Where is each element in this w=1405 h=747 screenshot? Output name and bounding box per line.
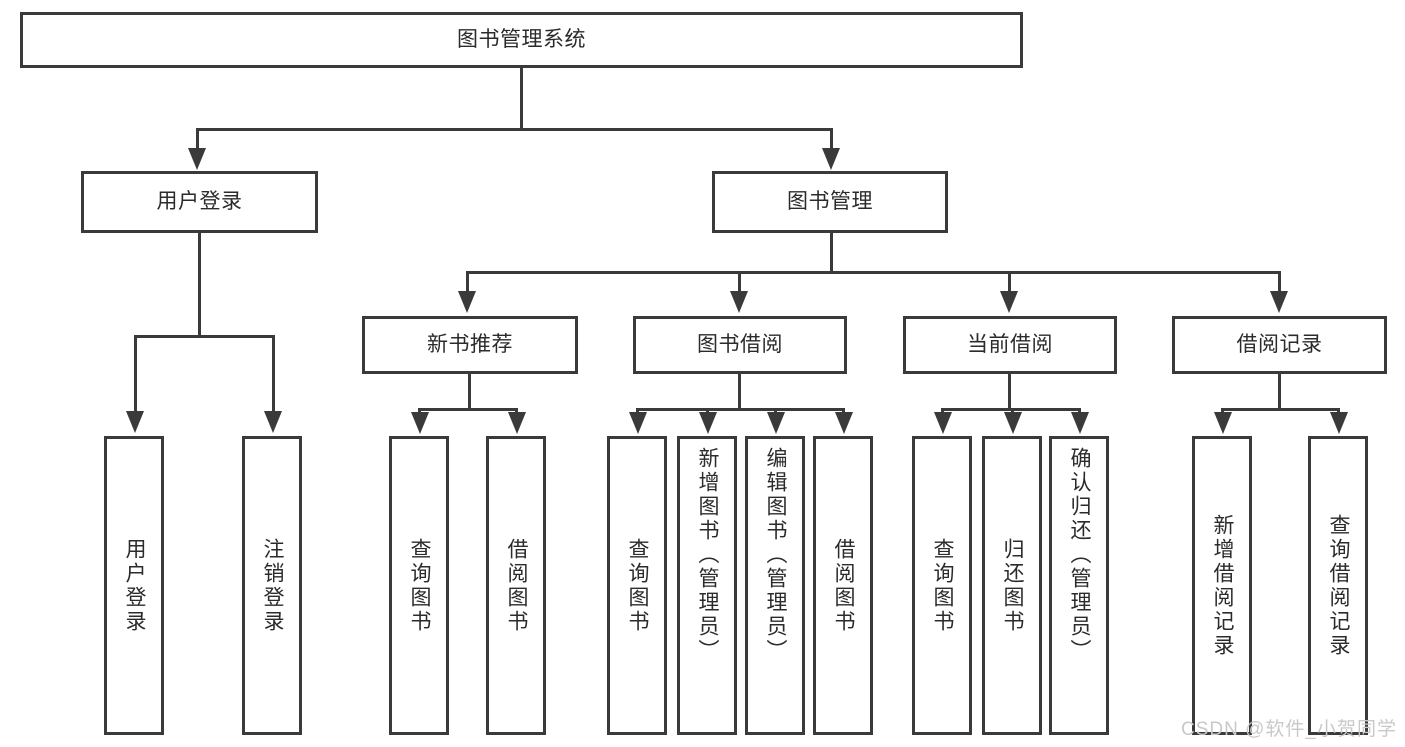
- arrow-book-borrow-leaf-3: [767, 412, 785, 434]
- edge-book-borrow-trunk: [738, 374, 741, 410]
- leaf-current-return-book[interactable]: 归还图书: [982, 436, 1042, 735]
- edge-book-manage-trunk: [830, 233, 833, 273]
- node-label: 查询图书: [626, 537, 650, 634]
- node-label: 新增图书（管理员）: [696, 447, 720, 663]
- leaf-user-login-logout[interactable]: 注销登录: [242, 436, 302, 735]
- leaf-recommend-query-book[interactable]: 查询图书: [389, 436, 449, 735]
- leaf-borrow-edit-book-admin[interactable]: 编辑图书（管理员）: [745, 436, 805, 735]
- arrow-root-to-user-login: [188, 148, 206, 170]
- node-label: 图书管理系统: [457, 27, 586, 51]
- edge-current-borrow-trunk: [1008, 374, 1011, 410]
- node-label: 借阅记录: [1236, 332, 1323, 356]
- edge-borrow-record-trunk: [1278, 374, 1281, 410]
- node-label: 当前借阅: [967, 332, 1053, 356]
- arrow-user-login-leaf-1: [126, 411, 144, 433]
- arrow-borrow-record-leaf-2: [1330, 412, 1348, 434]
- edge-book-manage-drop-4: [1278, 271, 1281, 293]
- edge-root-to-user-login: [196, 128, 199, 150]
- node-label: 归还图书: [1001, 537, 1025, 634]
- node-label: 注销登录: [261, 537, 285, 634]
- node-label: 编辑图书（管理员）: [764, 447, 788, 663]
- edge-user-login-bar: [134, 335, 275, 338]
- node-label: 确认归还（管理员）: [1068, 447, 1092, 663]
- arrow-to-new-book-recommend: [458, 291, 476, 313]
- node-label: 借阅图书: [832, 537, 856, 634]
- arrow-current-borrow-leaf-3: [1071, 412, 1089, 434]
- edge-book-manage-bar: [466, 271, 1278, 274]
- leaf-user-login-login[interactable]: 用户登录: [104, 436, 164, 735]
- arrow-user-login-leaf-2: [264, 411, 282, 433]
- arrow-book-borrow-leaf-2: [699, 412, 717, 434]
- node-label: 用户登录: [123, 537, 147, 634]
- node-borrow-record[interactable]: 借阅记录: [1172, 316, 1387, 374]
- node-book-borrow[interactable]: 图书借阅: [633, 316, 847, 374]
- leaf-borrow-add-book-admin[interactable]: 新增图书（管理员）: [677, 436, 737, 735]
- edge-book-manage-drop-2: [738, 271, 741, 293]
- edge-root-to-book-manage: [830, 128, 833, 150]
- edge-book-manage-drop-3: [1008, 271, 1011, 293]
- node-label: 查询图书: [408, 537, 432, 634]
- edge-root-trunk: [520, 68, 523, 130]
- edge-current-borrow-bar: [941, 408, 1080, 411]
- edge-borrow-record-bar: [1221, 408, 1339, 411]
- node-new-book-recommend[interactable]: 新书推荐: [362, 316, 578, 374]
- edge-book-borrow-bar: [636, 408, 844, 411]
- leaf-current-confirm-return-admin[interactable]: 确认归还（管理员）: [1049, 436, 1109, 735]
- node-label: 查询图书: [931, 537, 955, 634]
- arrow-book-borrow-leaf-4: [835, 412, 853, 434]
- node-label: 图书管理: [787, 189, 873, 213]
- leaf-recommend-borrow-book[interactable]: 借阅图书: [486, 436, 546, 735]
- arrow-to-book-borrow: [730, 291, 748, 313]
- node-label: 新增借阅记录: [1211, 513, 1235, 658]
- node-user-login[interactable]: 用户登录: [81, 171, 318, 233]
- node-current-borrow[interactable]: 当前借阅: [903, 316, 1117, 374]
- leaf-record-add-record[interactable]: 新增借阅记录: [1192, 436, 1252, 735]
- edge-user-login-drop-1: [134, 335, 137, 413]
- node-label: 借阅图书: [505, 537, 529, 634]
- arrow-new-book-leaf-1: [411, 412, 429, 434]
- arrow-to-borrow-record: [1270, 291, 1288, 313]
- arrow-book-borrow-leaf-1: [629, 412, 647, 434]
- edge-book-manage-drop-1: [466, 271, 469, 293]
- leaf-borrow-borrow-book[interactable]: 借阅图书: [813, 436, 873, 735]
- edge-new-book-bar: [418, 408, 518, 411]
- arrow-new-book-leaf-2: [508, 412, 526, 434]
- node-label: 用户登录: [156, 189, 243, 213]
- node-label: 新书推荐: [427, 332, 513, 356]
- arrow-borrow-record-leaf-1: [1214, 412, 1232, 434]
- edge-root-bar: [196, 128, 833, 131]
- arrow-current-borrow-leaf-1: [934, 412, 952, 434]
- leaf-record-query-record[interactable]: 查询借阅记录: [1308, 436, 1368, 735]
- edge-new-book-trunk: [468, 374, 471, 410]
- arrow-to-current-borrow: [1000, 291, 1018, 313]
- leaf-current-query-book[interactable]: 查询图书: [912, 436, 972, 735]
- arrow-current-borrow-leaf-2: [1004, 412, 1022, 434]
- arrow-root-to-book-manage: [822, 148, 840, 170]
- node-book-management[interactable]: 图书管理: [712, 171, 948, 233]
- leaf-borrow-query-book[interactable]: 查询图书: [607, 436, 667, 735]
- edge-user-login-trunk: [198, 233, 201, 337]
- node-label: 查询借阅记录: [1327, 513, 1351, 658]
- node-label: 图书借阅: [697, 332, 783, 356]
- node-root-system[interactable]: 图书管理系统: [20, 12, 1023, 68]
- edge-user-login-drop-2: [272, 335, 275, 413]
